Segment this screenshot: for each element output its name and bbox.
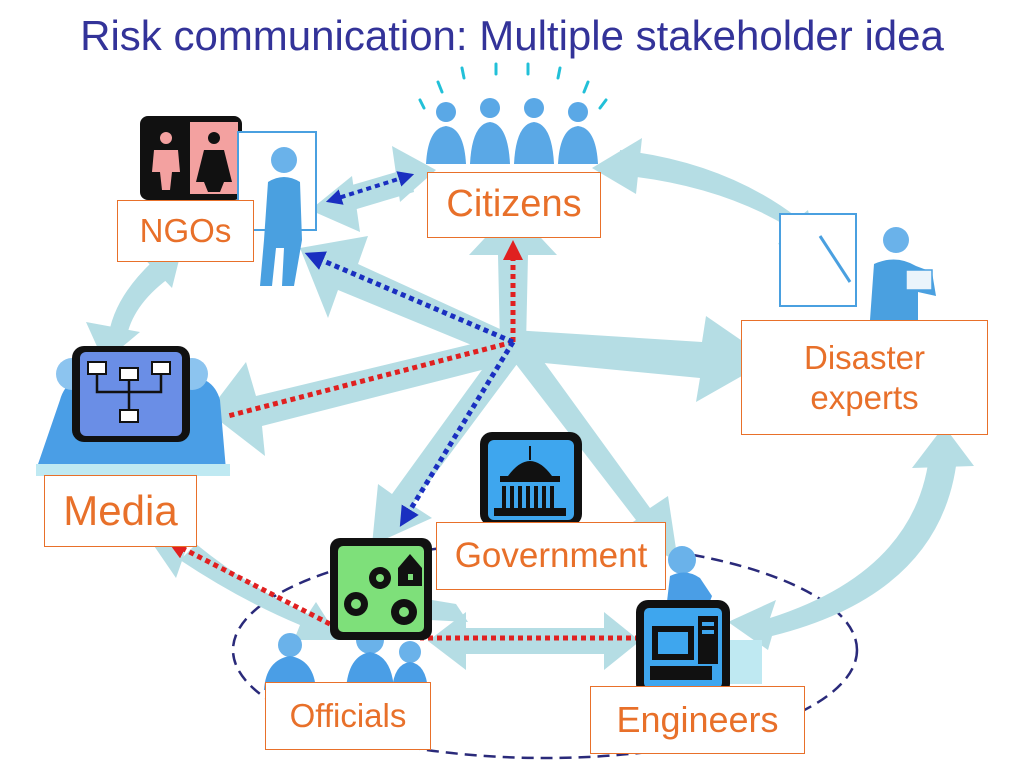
- label-media: Media: [44, 475, 197, 547]
- arrow-experts-head: [912, 426, 974, 468]
- arrow-hub-experts: [513, 316, 770, 402]
- blue-dotted-hub-officials: [399, 340, 516, 527]
- arrow-ngos-media: [108, 262, 172, 340]
- presenter-icon: [779, 213, 936, 320]
- blue-dotted-hub-ngos: [304, 251, 514, 345]
- computer-icon: [636, 600, 762, 696]
- park-map-icon: [330, 538, 432, 640]
- arrow-experts-engineers: [728, 448, 958, 650]
- arrow-citizens-experts: [620, 150, 818, 258]
- label-government: Government: [436, 522, 666, 590]
- slide-title: Risk communication: Multiple stakeholder…: [80, 12, 944, 59]
- label-engineers: Engineers: [590, 686, 805, 754]
- red-dotted-hub-media: [227, 339, 514, 419]
- gender-sign-icon: [140, 116, 242, 200]
- arrow-officials-engineers-shaft: [460, 628, 610, 654]
- arrow-media-officials: [180, 544, 340, 640]
- arrow-hub-engineers: [505, 340, 678, 562]
- arrow-hub-media: [208, 334, 513, 456]
- label-officials: Officials: [265, 682, 431, 750]
- red-dotted-officials-media: [166, 540, 332, 627]
- blue-dotted-ngos-citizens: [325, 171, 415, 205]
- arrow-ngos-citizens-left: [310, 176, 360, 232]
- capitol-icon: [480, 432, 582, 526]
- label-disaster-experts: Disaster experts: [741, 320, 988, 435]
- people-group-icon: [418, 62, 608, 164]
- label-ngos: NGOs: [117, 200, 254, 262]
- network-meeting-icon: [36, 346, 230, 476]
- arrow-hub-ngos: [300, 236, 513, 362]
- broad-arrows: [86, 138, 974, 670]
- arrow-officials-engineers-left: [428, 612, 466, 670]
- arrow-citizens-head: [592, 138, 642, 194]
- arrow-officials-engineers-right: [604, 612, 640, 670]
- label-citizens: Citizens: [427, 172, 601, 238]
